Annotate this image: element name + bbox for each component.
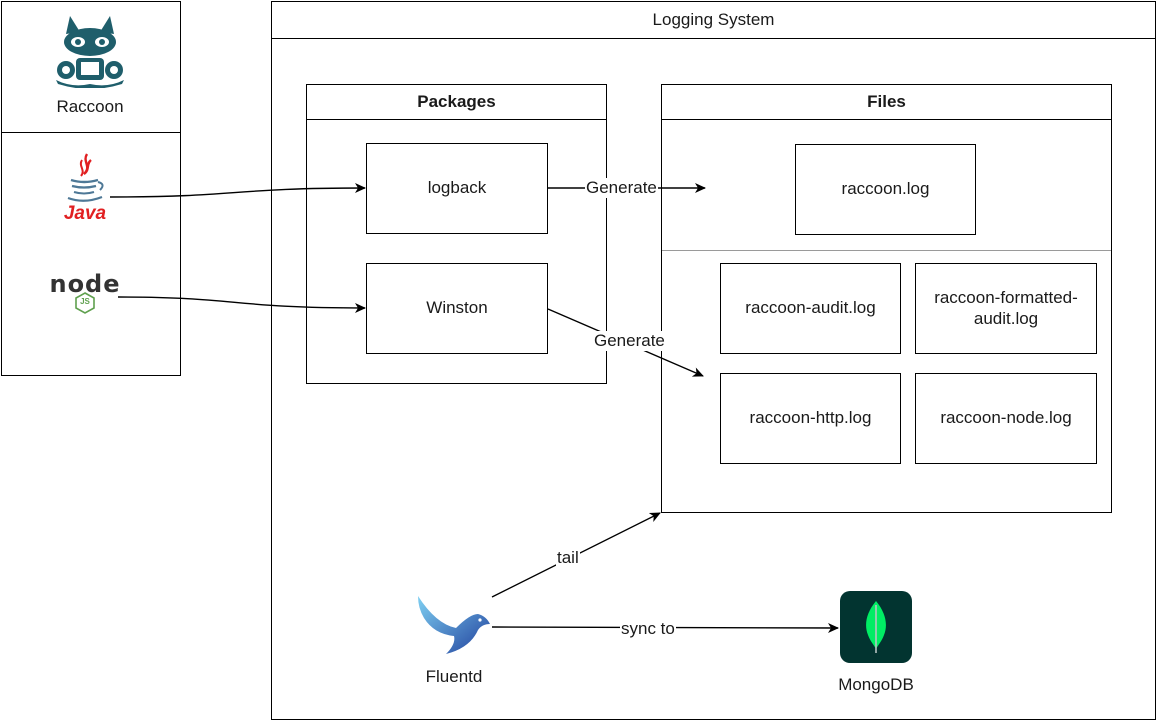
mongodb-label: MongoDB <box>838 675 914 694</box>
generate-label-1: Generate <box>585 178 658 198</box>
fluentd-label: Fluentd <box>425 667 483 686</box>
packages-title: Packages <box>307 85 606 120</box>
node-to-winston-edge <box>117 296 366 313</box>
java-to-logback-edge <box>109 183 366 198</box>
mongodb-icon <box>840 591 912 663</box>
raccoon-audit-log-node[interactable]: raccoon-audit.log <box>720 263 901 354</box>
java-icon <box>62 152 108 226</box>
sources-divider <box>1 132 181 133</box>
raccoon-http-log-node[interactable]: raccoon-http.log <box>720 373 901 464</box>
raccoon-label: Raccoon <box>56 97 124 116</box>
files-divider <box>662 250 1111 251</box>
raccoon-formatted-audit-log-node[interactable]: raccoon-formatted-audit.log <box>915 263 1097 354</box>
sync-to-label: sync to <box>620 619 676 639</box>
generate-label-2: Generate <box>593 331 666 351</box>
logback-node[interactable]: logback <box>366 143 548 234</box>
node-js-badge: JS <box>80 297 90 306</box>
raccoon-node-log-node[interactable]: raccoon-node.log <box>915 373 1097 464</box>
winston-node[interactable]: Winston <box>366 263 548 354</box>
files-title: Files <box>662 85 1111 120</box>
logging-system-title: Logging System <box>272 2 1155 39</box>
raccoon-log-node[interactable]: raccoon.log <box>795 144 976 235</box>
tail-label: tail <box>556 548 580 568</box>
node-hexagon-icon <box>75 292 95 314</box>
java-label: Java <box>63 203 107 224</box>
raccoon-icon <box>52 14 128 89</box>
node-logo: node JS <box>46 270 124 318</box>
fluentd-icon <box>416 594 494 656</box>
